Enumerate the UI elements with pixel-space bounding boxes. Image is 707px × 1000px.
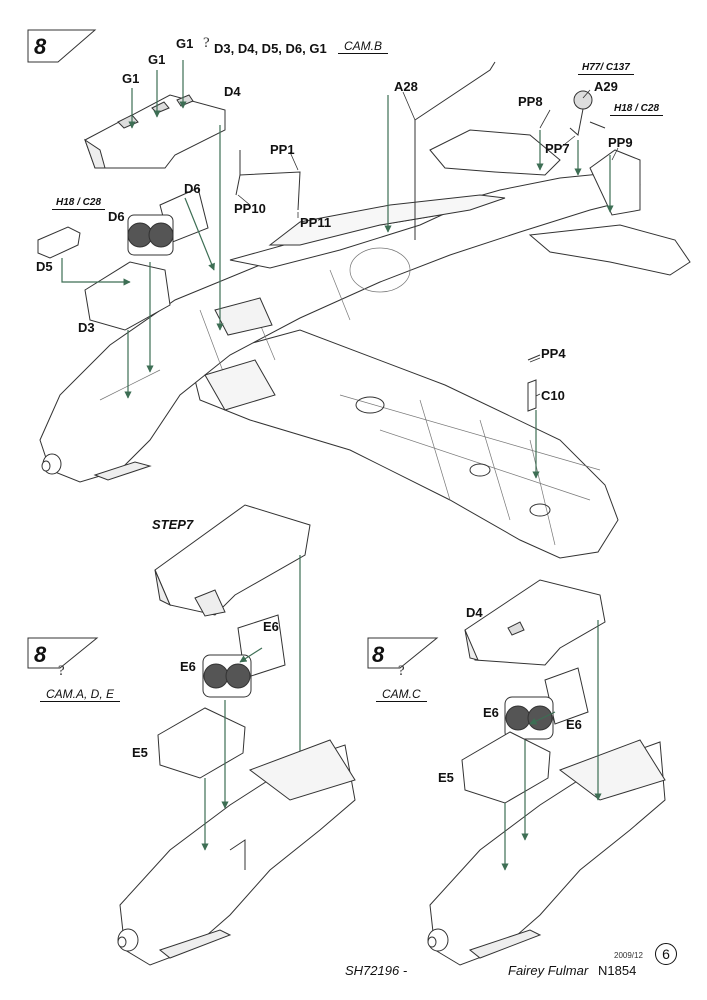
tag-h18-c28-left: H18 / C28 — [52, 198, 106, 210]
part-a29 — [569, 90, 606, 136]
part-d3-main — [84, 261, 171, 331]
label-g1-low: G1 — [122, 71, 140, 86]
part-d4-main — [84, 94, 226, 169]
label-pp7: PP7 — [545, 141, 570, 156]
left-fuselage — [117, 739, 356, 966]
right-fuselage — [427, 739, 666, 966]
leader-lines — [237, 89, 619, 397]
main-arrows — [61, 60, 614, 479]
camouflage-question-icon-right: ? — [398, 663, 405, 679]
label-pp10: PP10 — [234, 201, 266, 216]
part-pp1 — [235, 150, 301, 211]
label-d6-lower: D6 — [108, 209, 125, 224]
left-label-e6-left: E6 — [180, 659, 196, 674]
footer-title: Fairey Fulmar — [508, 963, 589, 978]
label-d4: D4 — [224, 84, 241, 99]
step-box-main — [27, 29, 97, 63]
step7-title: STEP7 — [152, 517, 194, 532]
left-label-e5: E5 — [132, 745, 148, 760]
main-camo-tag: CAM.B — [338, 40, 389, 54]
label-pp1: PP1 — [270, 142, 295, 157]
right-label-e6-left: E6 — [483, 705, 499, 720]
main-aircraft — [39, 129, 691, 559]
right-arrows — [501, 620, 602, 871]
right-part-d4 — [464, 579, 606, 666]
label-pp4: PP4 — [541, 346, 566, 361]
right-label-e6-right: E6 — [566, 717, 582, 732]
part-a28 — [414, 61, 496, 240]
main-parts-list: D3, D4, D5, D6, G1 — [214, 41, 327, 56]
left-step-number: 8 — [34, 642, 47, 667]
label-a28: A28 — [394, 79, 418, 94]
tag-h18-c28-right: H18 / C28 — [610, 104, 664, 116]
left-camo-tag: CAM.A, D, E — [40, 688, 121, 702]
label-d5: D5 — [36, 259, 53, 274]
left-part-e5 — [157, 707, 246, 779]
right-label-d4: D4 — [466, 605, 483, 620]
main-step-number: 8 — [34, 34, 47, 59]
label-a29: A29 — [594, 79, 618, 94]
part-pp4-c10 — [527, 354, 541, 412]
step-box-left — [27, 637, 99, 669]
footer-date: 2009/12 — [614, 951, 643, 960]
footer-serial: N1854 — [598, 963, 637, 978]
label-pp9: PP9 — [608, 135, 633, 150]
left-arrows — [201, 647, 263, 851]
label-pp8: PP8 — [518, 94, 543, 109]
part-d5-main — [37, 226, 81, 259]
right-camo-tag: CAM.C — [376, 688, 427, 702]
footer-page-number: 6 — [655, 943, 677, 965]
left-part-e6 — [202, 614, 286, 698]
camouflage-question-icon-main: ? — [203, 35, 210, 51]
right-label-e5: E5 — [438, 770, 454, 785]
label-c10: C10 — [541, 388, 565, 403]
right-step-number: 8 — [372, 642, 385, 667]
camouflage-question-icon-left: ? — [58, 663, 65, 679]
label-pp11: PP11 — [300, 215, 332, 230]
label-g1-top: G1 — [176, 36, 194, 51]
part-d6-main — [127, 187, 209, 256]
left-label-e6-top: E6 — [263, 619, 279, 634]
right-part-e6 — [504, 667, 589, 740]
right-part-e5 — [461, 731, 551, 804]
footer-code: SH72196 - — [345, 963, 408, 978]
label-d3: D3 — [78, 320, 95, 335]
tag-h77-c137: H77/ C137 — [578, 63, 634, 75]
label-d6-upper: D6 — [184, 181, 201, 196]
step-box-right — [367, 637, 439, 669]
step7-part — [154, 504, 311, 617]
label-g1-mid: G1 — [148, 52, 166, 67]
